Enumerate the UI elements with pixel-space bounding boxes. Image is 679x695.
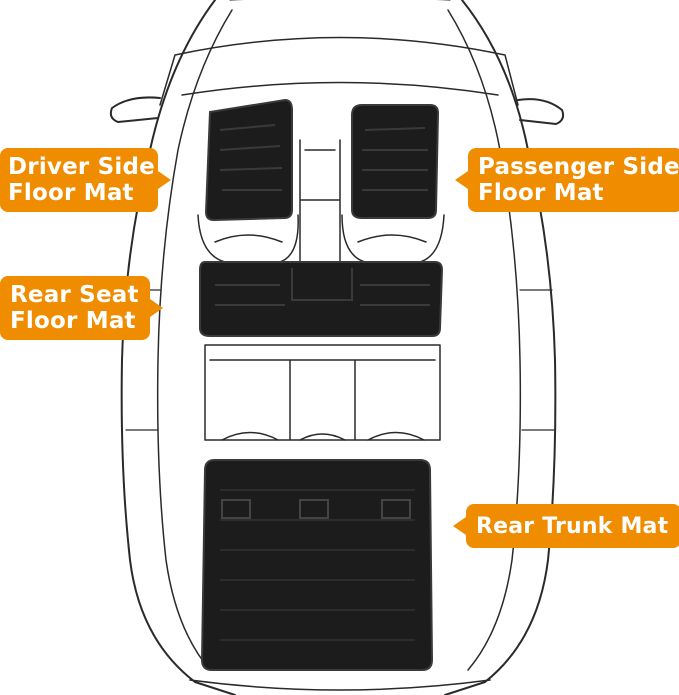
right-mirror bbox=[517, 98, 565, 125]
headrest-right bbox=[357, 234, 427, 243]
callout-arrow bbox=[150, 299, 163, 317]
callout-line-1: Passenger Side bbox=[478, 154, 679, 180]
rear-trunk-mat-callout: Rear Trunk Mat bbox=[453, 504, 679, 548]
callout-line-1: Rear Seat bbox=[10, 282, 139, 308]
driver-floor-mat bbox=[204, 98, 293, 222]
callout-line-2: Floor Mat bbox=[10, 308, 136, 334]
callout-line-1: Rear Trunk Mat bbox=[476, 513, 669, 539]
rear-bench bbox=[204, 344, 441, 441]
windshield bbox=[159, 36, 519, 106]
headrest-left bbox=[214, 234, 283, 243]
front-left-seat bbox=[197, 214, 299, 263]
callout-line-2: Floor Mat bbox=[478, 180, 604, 206]
inner-body-line bbox=[156, 9, 522, 671]
driver-side-floor-mat-callout: Driver Side Floor Mat bbox=[0, 148, 171, 212]
rear-seat-floor-mat bbox=[199, 261, 444, 337]
passenger-floor-mat bbox=[351, 104, 440, 219]
callout-arrow bbox=[158, 171, 171, 189]
car-body-outline bbox=[120, 0, 557, 695]
callout-line-2: Floor Mat bbox=[8, 180, 134, 206]
rear-headrests bbox=[221, 431, 425, 441]
callout-arrow bbox=[455, 171, 468, 189]
rear-seat-floor-mat-callout: Rear Seat Floor Mat bbox=[0, 276, 163, 340]
center-console bbox=[299, 139, 341, 271]
front-right-seat bbox=[341, 214, 445, 263]
rear-trunk-mat bbox=[200, 459, 434, 671]
callout-arrow bbox=[453, 517, 466, 535]
passenger-side-floor-mat-callout: Passenger Side Floor Mat bbox=[455, 148, 679, 212]
left-mirror bbox=[109, 96, 161, 123]
rear-bumper bbox=[189, 679, 491, 691]
callout-line-1: Driver Side bbox=[8, 154, 155, 180]
